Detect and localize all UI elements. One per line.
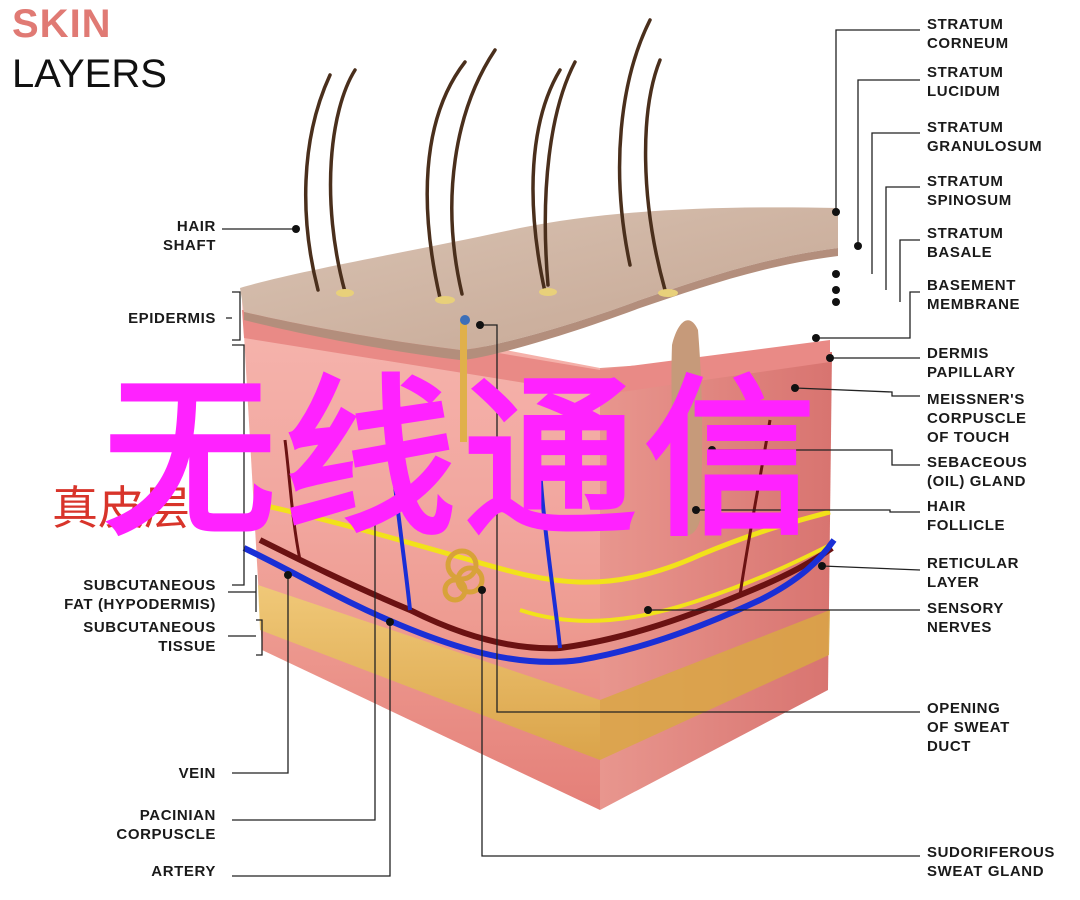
right-leader-dots xyxy=(460,208,862,614)
label-vein: VEIN xyxy=(178,765,216,782)
hair-strands xyxy=(304,18,667,300)
hair-follicle-shape xyxy=(671,320,703,535)
fat-layer-front xyxy=(258,585,600,760)
label-stratum-lucidum: STRATUM LUCIDUM xyxy=(927,64,1004,100)
title-layers: LAYERS xyxy=(12,52,167,96)
label-subcutaneous-tissue: SUBCUTANEOUS TISSUE xyxy=(83,619,216,655)
epidermis-top-sheet xyxy=(240,207,838,350)
left-leader-lines xyxy=(222,228,391,877)
label-hair-follicle: HAIR FOLLICLE xyxy=(927,498,1006,534)
sweat-duct-tube xyxy=(460,322,467,442)
skin-block xyxy=(240,18,838,810)
label-epidermis: EPIDERMIS xyxy=(128,310,216,327)
label-stratum-spinosum: STRATUM SPINOSUM xyxy=(927,173,1012,209)
sweat-gland-coil xyxy=(442,548,485,603)
label-hair-shaft: HAIR SHAFT xyxy=(163,218,216,254)
label-stratum-granulosum: STRATUM GRANULOSUM xyxy=(927,119,1043,155)
label-sebaceous-gland: SEBACEOUS (OIL) GLAND xyxy=(927,454,1028,490)
label-sensory-nerves: SENSORY NERVES xyxy=(927,600,1004,636)
fat-layer-side xyxy=(600,610,830,760)
label-subcutaneous-fat: SUBCUTANEOUS FAT (HYPODERMIS) xyxy=(64,577,216,613)
label-meissners-corpuscle: MEISSNER'S CORPUSCLE OF TOUCH xyxy=(927,391,1027,446)
label-pacinian-corpuscle: PACINIAN CORPUSCLE xyxy=(116,807,216,843)
nerve-lines xyxy=(261,502,831,585)
right-leader-lines xyxy=(480,29,921,857)
watermark-overlay-text: 无线通信 xyxy=(104,359,824,560)
label-basement-membrane: BASEMENT MEMBRANE xyxy=(927,277,1021,313)
label-artery: ARTERY xyxy=(151,863,216,880)
chinese-dermis-label: 真皮层 xyxy=(52,481,190,535)
label-stratum-basale: STRATUM BASALE xyxy=(927,225,1004,261)
epidermis-edge xyxy=(244,248,838,360)
label-dermis-papillary: DERMIS PAPILLARY xyxy=(927,345,1016,381)
left-leader-dots xyxy=(284,225,394,626)
label-sudoriferous-sweat-gland: SUDORIFEROUS SWEAT GLAND xyxy=(927,844,1056,880)
vein-lines xyxy=(242,538,837,665)
label-stratum-corneum: STRATUM CORNEUM xyxy=(927,16,1009,52)
label-opening-of-sweat-duct: OPENING OF SWEAT DUCT xyxy=(927,700,1010,755)
hair-pores xyxy=(336,288,678,304)
label-reticular-layer: RETICULAR LAYER xyxy=(927,555,1020,591)
title-skin: SKIN xyxy=(12,2,112,46)
